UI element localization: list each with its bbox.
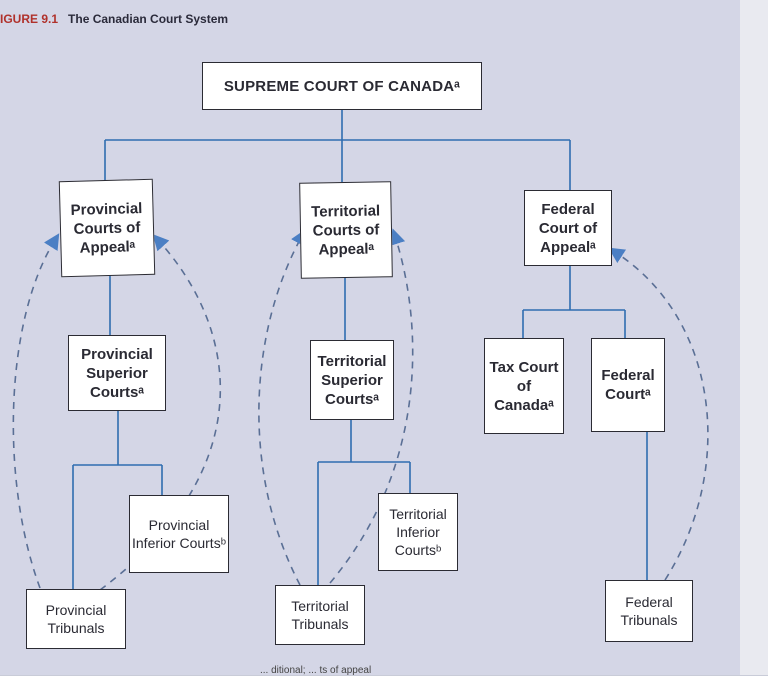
footnote-fragment: ... ditional; ... ts of appeal	[260, 665, 372, 676]
territorial-inferior-courts-label: Territorial Inferior Courtsᵇ	[389, 506, 447, 558]
figure-caption: IGURE 9.1 The Canadian Court System	[0, 12, 228, 26]
provincial-courts-of-appeal-box: Provincial Courts of Appealᵃ	[58, 178, 156, 278]
territorial-superior-courts-label: Territorial Superior Courtsᵃ	[317, 352, 387, 408]
federal-court-of-appeal-box: Federal Court of Appealᵃ	[524, 190, 612, 266]
hierarchy-lines	[72, 110, 648, 590]
federal-tribunals-box: Federal Tribunals	[605, 580, 693, 642]
figure-number: IGURE 9.1	[0, 12, 59, 26]
federal-court-of-appeal-label: Federal Court of Appealᵃ	[538, 200, 598, 256]
federal-court-label: Federal Courtᵃ	[601, 367, 655, 403]
federal-tribunals-label: Federal Tribunals	[620, 594, 678, 628]
provincial-inferior-courts-label: Provincial Inferior Courtsᵇ	[132, 517, 226, 551]
territorial-superior-courts-box: Territorial Superior Courtsᵃ	[310, 340, 394, 420]
provincial-inferior-courts-box: Provincial Inferior Courtsᵇ	[129, 495, 229, 573]
territorial-inferior-courts-box: Territorial Inferior Courtsᵇ	[378, 493, 458, 571]
provincial-tribunals-label: Provincial Tribunals	[45, 602, 107, 636]
provincial-superior-courts-label: Provincial Superior Courtsᵃ	[81, 345, 153, 401]
figure-title: The Canadian Court System	[68, 12, 229, 26]
page-edge	[740, 0, 768, 675]
supreme-court-label: SUPREME COURT OF CANADAᵃ	[223, 77, 461, 95]
appeal-paths	[12, 228, 709, 591]
territorial-courts-of-appeal-label: Territorial Courts of Appealᵃ	[311, 201, 381, 258]
territorial-tribunals-label: Territorial Tribunals	[291, 598, 349, 632]
tax-court-of-canada-label: Tax Court of Canadaᵃ	[489, 358, 559, 414]
territorial-tribunals-box: Territorial Tribunals	[275, 585, 365, 645]
federal-court-box: Federal Courtᵃ	[591, 338, 665, 432]
tax-court-of-canada-box: Tax Court of Canadaᵃ	[484, 338, 564, 434]
provincial-superior-courts-box: Provincial Superior Courtsᵃ	[68, 335, 166, 411]
territorial-courts-of-appeal-box: Territorial Courts of Appealᵃ	[299, 181, 393, 279]
supreme-court-box: SUPREME COURT OF CANADAᵃ	[202, 62, 482, 110]
provincial-courts-of-appeal-label: Provincial Courts of Appealᵃ	[70, 199, 143, 257]
provincial-tribunals-box: Provincial Tribunals	[26, 589, 126, 649]
